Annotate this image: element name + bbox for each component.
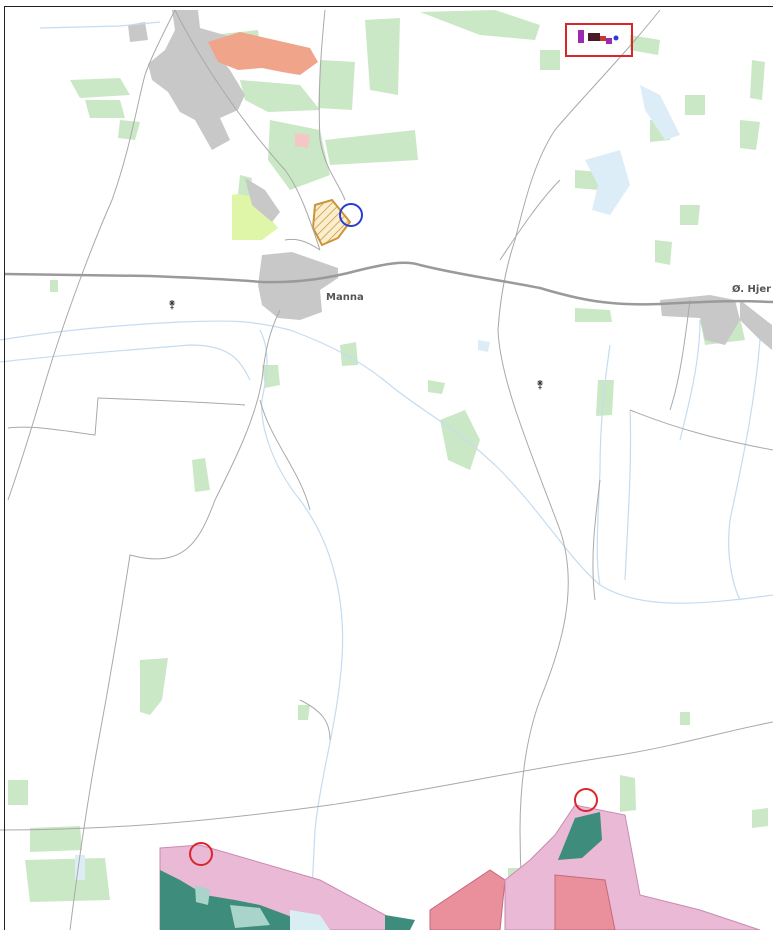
protected-areas [159,804,761,930]
building-cluster [565,23,633,57]
place-label-manna: Manna [326,292,364,303]
main-road [3,261,773,306]
roads [0,9,773,930]
highlight-circle-red [574,788,598,812]
place-label-o-hjer: Ø. Hjer [732,283,771,295]
residential-areas [208,32,318,148]
windmill-icon: ⚵ [536,378,544,391]
highlight-circle-red [189,842,213,866]
windmill-icon: ⚵ [168,298,176,311]
streams [0,21,773,930]
highlight-circle-blue [339,203,363,227]
